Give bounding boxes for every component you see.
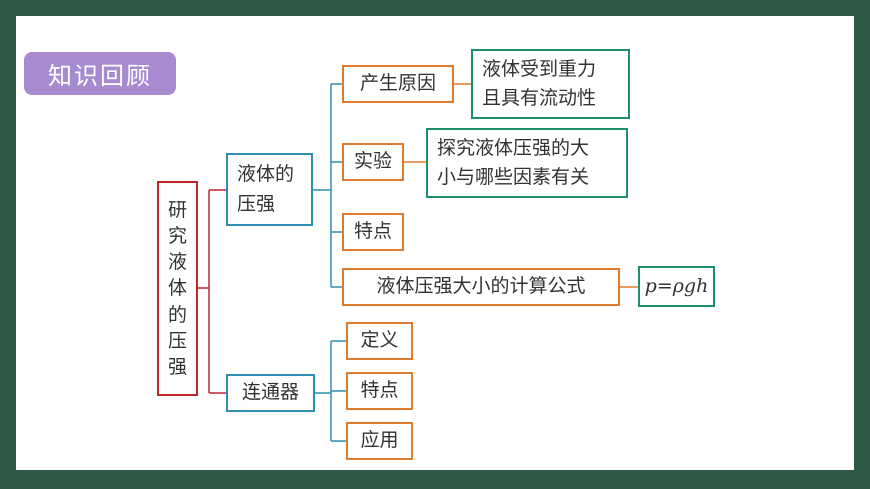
node-formula-title-label: 液体压强大小的计算公式 (376, 275, 586, 298)
note-connectors (404, 83, 638, 288)
root-char: 体 (167, 277, 187, 300)
node-liquid-pressure: 液体的 压强 (226, 153, 313, 226)
root-char: 强 (167, 356, 187, 379)
node-experiment: 实验 (342, 143, 404, 181)
note-cause-line2: 且具有流动性 (482, 87, 597, 109)
node-cause: 产生原因 (342, 65, 454, 103)
root-char: 液 (167, 251, 187, 274)
formula-text: p=ρgh (644, 274, 709, 297)
node-definition-label: 定义 (360, 329, 399, 352)
note-experiment-line2: 小与哪些因素有关 (437, 166, 590, 188)
root-char: 究 (167, 224, 187, 247)
node-liquid-pressure-line2: 压强 (237, 192, 276, 215)
formula-box: p=ρgh (638, 266, 715, 307)
node-experiment-label: 实验 (353, 150, 392, 173)
note-experiment: 探究液体压强的大 小与哪些因素有关 (426, 128, 628, 198)
node-vessel-features: 特点 (346, 372, 413, 410)
node-definition: 定义 (346, 322, 413, 360)
branch2-connectors (315, 340, 346, 442)
root-char: 压 (167, 329, 187, 352)
root-char: 的 (167, 303, 187, 326)
node-features: 特点 (342, 213, 404, 251)
root-node: 研 究 液 体 的 压 强 (157, 181, 198, 396)
node-formula-title: 液体压强大小的计算公式 (342, 268, 620, 306)
section-badge: 知识回顾 (24, 52, 176, 95)
root-connectors (198, 189, 226, 394)
root-char: 研 (167, 198, 187, 221)
node-cause-label: 产生原因 (359, 72, 436, 95)
branch1-connectors (313, 83, 342, 288)
node-features-label: 特点 (353, 220, 392, 243)
node-connected-vessel-label: 连通器 (241, 381, 299, 404)
node-vessel-features-label: 特点 (360, 379, 399, 402)
node-application: 应用 (346, 422, 413, 460)
note-cause: 液体受到重力 且具有流动性 (471, 49, 630, 119)
note-experiment-line1: 探究液体压强的大 (437, 136, 590, 159)
node-connected-vessel: 连通器 (226, 374, 315, 412)
note-cause-line1: 液体受到重力 (482, 57, 597, 80)
node-application-label: 应用 (360, 429, 399, 452)
node-liquid-pressure-line1: 液体的 (237, 163, 295, 186)
